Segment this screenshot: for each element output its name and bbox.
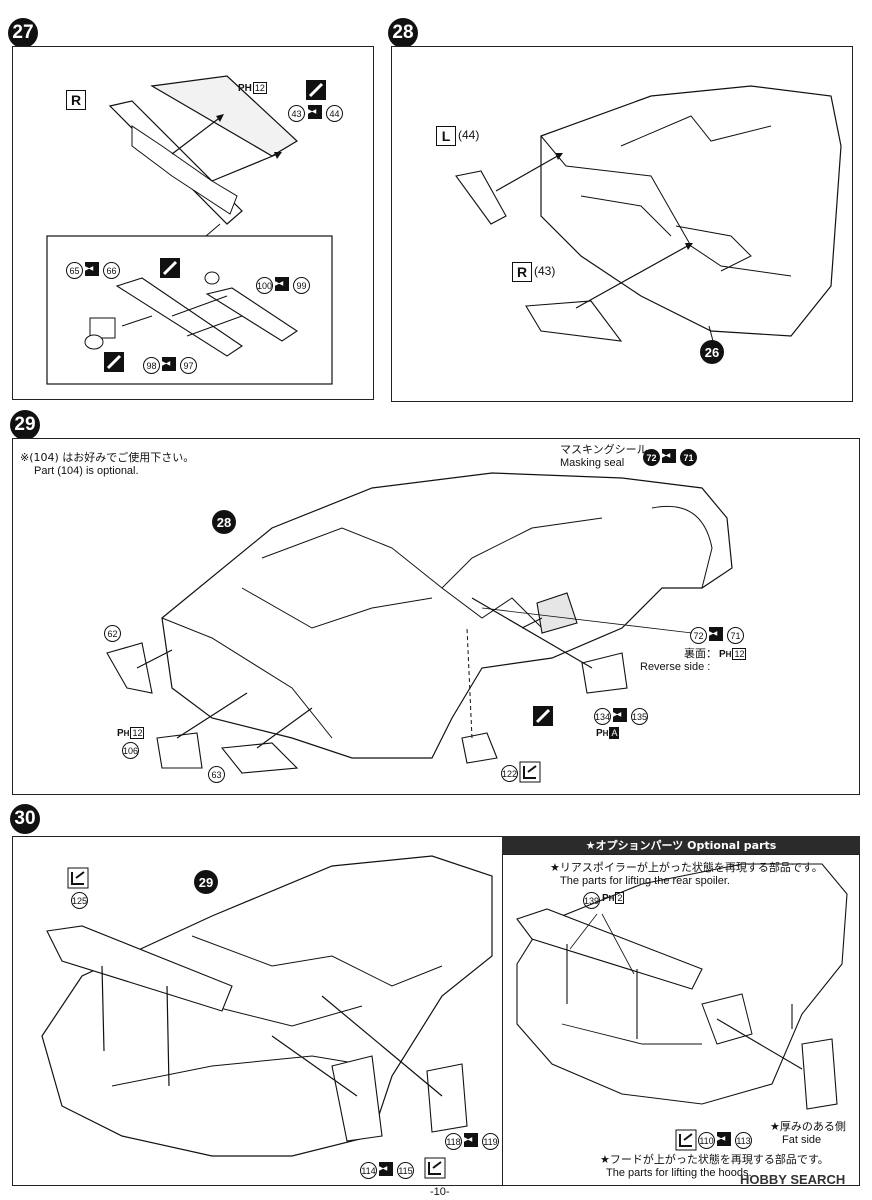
paint-icon — [160, 258, 180, 278]
bow-icon — [379, 1162, 393, 1176]
fat-side-en: Fat side — [782, 1134, 822, 1146]
step-27-number: 27 — [8, 18, 38, 48]
masking-seal-en: Masking seal — [560, 457, 625, 469]
part-71b: 71 — [727, 627, 744, 644]
optional-note-en: Part (104) is optional. — [34, 465, 139, 477]
part-72: 72 — [643, 449, 660, 466]
reverse-side-jp: 裏面： — [684, 647, 717, 660]
masking-seal-jp: マスキングシール — [560, 443, 648, 456]
bow-icon — [85, 262, 99, 276]
part-43-ref: (43) — [534, 264, 556, 278]
part-43: 43 — [288, 105, 305, 122]
part-99: 99 — [293, 277, 310, 294]
bow-icon — [613, 708, 627, 722]
bow-icon — [308, 105, 322, 119]
paint-icon — [104, 352, 124, 372]
step-28-car-rear — [455, 85, 842, 342]
step-29-number: 29 — [10, 410, 40, 440]
part-106: 106 — [122, 742, 139, 759]
side-label-r: R — [512, 262, 532, 282]
part-44-ref: (44) — [458, 128, 480, 142]
bow-icon — [662, 449, 676, 463]
part-100: 100 — [256, 277, 273, 294]
part-118: 118 — [445, 1133, 462, 1150]
ref-step-28: 28 — [212, 510, 236, 534]
part-66: 66 — [103, 262, 120, 279]
step-29-panel — [12, 438, 860, 795]
paint-icon — [306, 80, 326, 100]
side-label-r: R — [66, 90, 86, 110]
part-113: 113 — [735, 1132, 752, 1149]
bow-icon — [275, 277, 289, 291]
paint-icon — [533, 706, 553, 726]
step-28-number: 28 — [388, 18, 418, 48]
bow-icon — [162, 357, 176, 371]
part-97: 97 — [180, 357, 197, 374]
optional-car-rear — [516, 863, 848, 1110]
spoiler-note-en: The parts for lifting the rear spoiler. — [560, 875, 730, 887]
part-134: 134 — [594, 708, 611, 725]
part-71: 71 — [680, 449, 697, 466]
part-110: 110 — [698, 1132, 715, 1149]
bow-icon — [464, 1133, 478, 1147]
part-114: 114 — [360, 1162, 377, 1179]
bow-icon — [709, 627, 723, 641]
step-29-car-body — [106, 472, 733, 774]
part-115: 115 — [397, 1162, 414, 1179]
optional-parts-header: ★オプションパーツ Optional parts — [502, 836, 860, 854]
watermark: HOBBY SEARCH — [740, 1172, 846, 1187]
part-63: 63 — [208, 766, 225, 783]
part-44: 44 — [326, 105, 343, 122]
ref-step-29: 29 — [194, 870, 218, 894]
part-98: 98 — [143, 357, 160, 374]
step-28-panel — [391, 46, 853, 402]
page-number: -10- — [430, 1186, 450, 1198]
step-30-number: 30 — [10, 804, 40, 834]
part-65: 65 — [66, 262, 83, 279]
glue-icon — [519, 761, 541, 783]
bow-icon — [717, 1132, 731, 1146]
glue-icon — [424, 1157, 446, 1179]
part-135: 135 — [631, 708, 648, 725]
ref-step-26: 26 — [700, 340, 724, 364]
side-label-l: L — [436, 126, 456, 146]
part-62: 62 — [104, 625, 121, 642]
part-122: 122 — [501, 765, 518, 782]
glue-icon — [675, 1129, 697, 1151]
step-30-car-rear — [41, 855, 493, 1157]
hood-note-jp: ★フードが上がった状態を再現する部品です。 — [600, 1153, 829, 1166]
hood-note-en: The parts for lifting the hoods. — [606, 1167, 752, 1179]
part-119: 119 — [482, 1133, 499, 1150]
glue-icon — [67, 867, 89, 889]
part-125: 125 — [71, 892, 88, 909]
reverse-side-en: Reverse side : — [640, 661, 711, 673]
step-27-drawing — [46, 75, 333, 385]
fat-side-jp: ★厚みのある側 — [770, 1120, 846, 1133]
part-72b: 72 — [690, 627, 707, 644]
optional-note-jp: ※(104) はお好みでご使用下さい。 — [20, 451, 195, 464]
